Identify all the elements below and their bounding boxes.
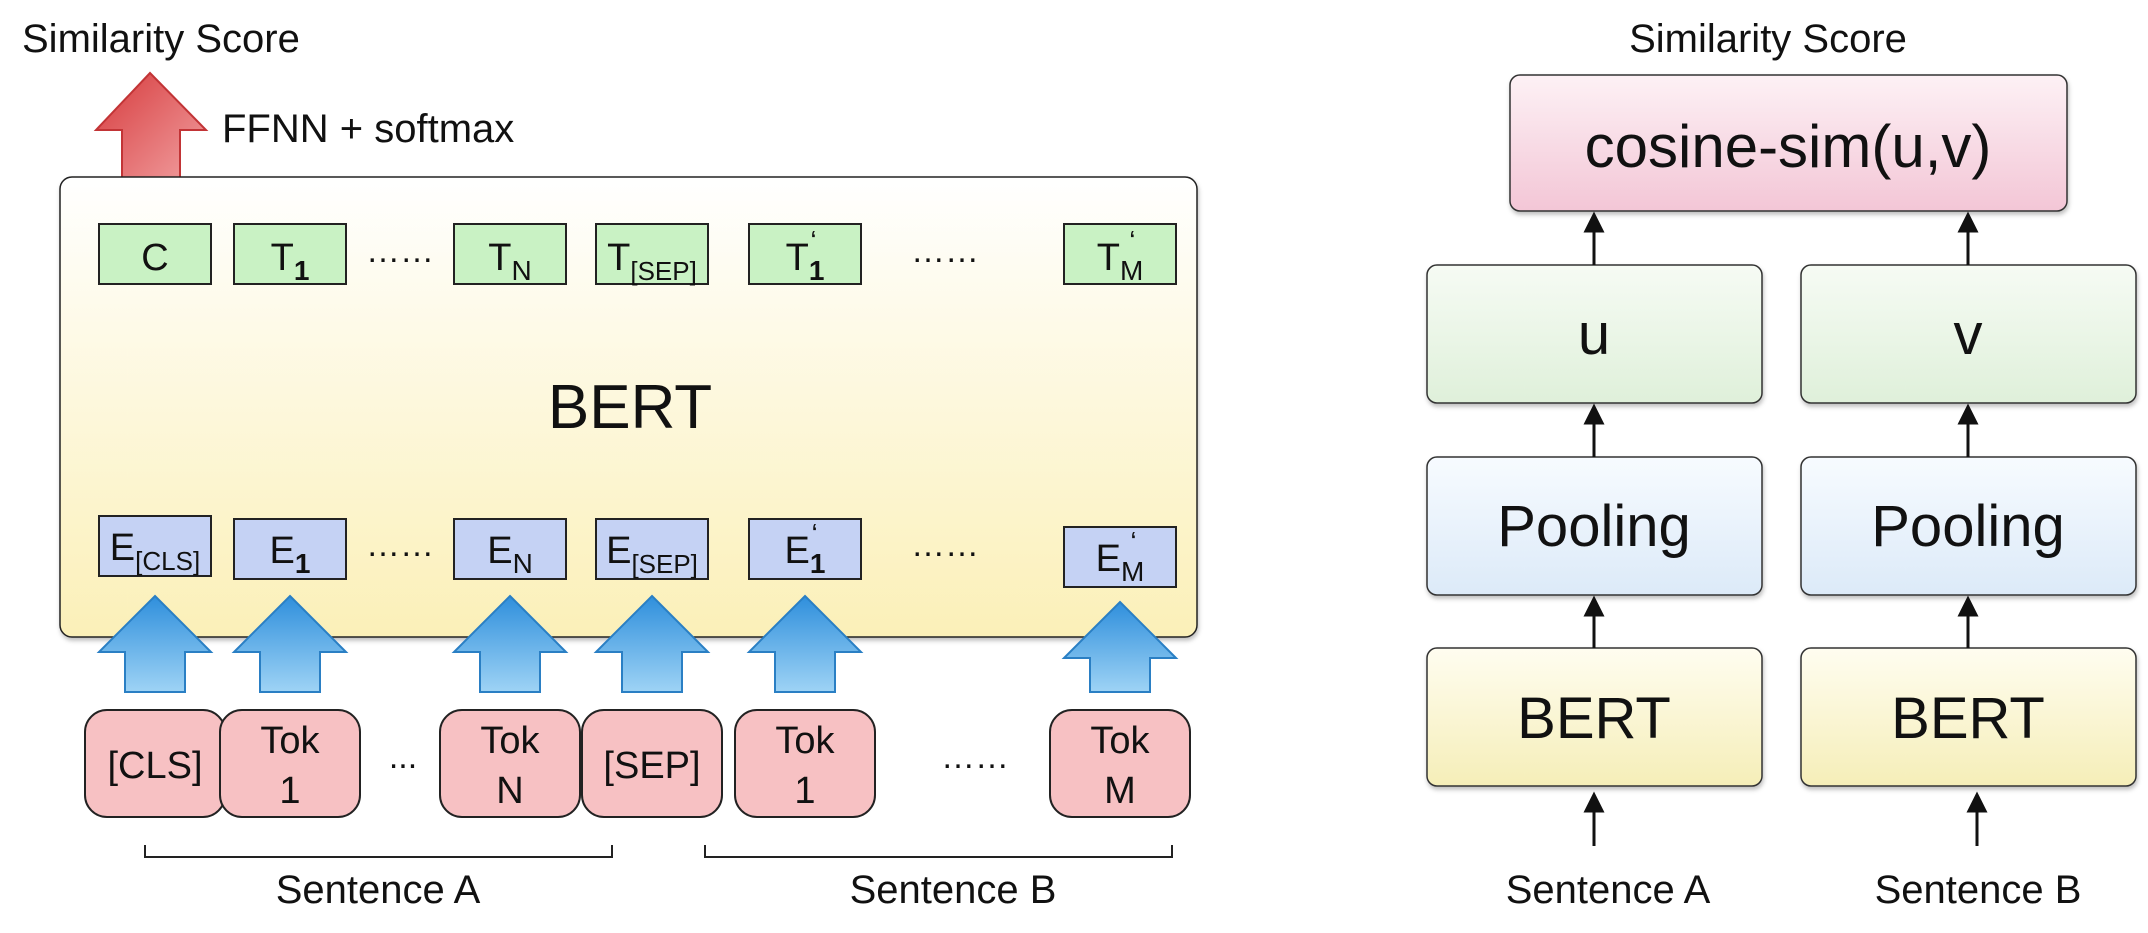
embedding-token-box (453, 518, 567, 580)
ffnn-up-arrow (93, 71, 209, 186)
embedding-token-box (1063, 526, 1177, 588)
output-token-label: TM‘ (1097, 225, 1144, 286)
output-token-5: TM‘ (1063, 223, 1177, 286)
output-ellipsis: …… (911, 232, 979, 270)
embedding-token-label: E1 (270, 530, 311, 579)
embedding-row: E[CLS] E1 EN E[SEP] E1‘ EM‘ …… …… (98, 515, 1177, 588)
left-sentence-b-label: Sentence B (850, 868, 1057, 912)
input-token-label: [CLS] (107, 745, 202, 787)
sentence-a-bracket (144, 845, 613, 858)
output-token-4: T1‘ (748, 223, 862, 286)
output-token-label: T1 (271, 237, 310, 286)
output-token-box (748, 223, 862, 285)
output-token-box (233, 223, 347, 285)
embedding-token-label: EM‘ (1096, 526, 1145, 587)
output-ellipsis: …… (366, 232, 434, 270)
output-token-0: C (98, 223, 212, 285)
right-sentence-b-label: Sentence B (1875, 868, 2082, 912)
input-token-index: M (1104, 770, 1136, 812)
right-title: Similarity Score (1629, 17, 1907, 61)
embedding-token-1: E1 (233, 518, 347, 580)
input-token-label: Tok (775, 720, 835, 762)
embedding-token-box (233, 518, 347, 580)
embedding-token-2: EN (453, 518, 567, 580)
cosine-sim-box (1509, 74, 2068, 212)
embedding-token-box (98, 515, 212, 577)
embedding-token-box (748, 518, 862, 580)
right-panel: Similarity Score cosine-sim(u,v) u v Poo… (1426, 17, 2137, 912)
u-vector-label: u (1578, 302, 1610, 367)
sentence-b-bracket (704, 845, 1173, 858)
bert-right-label: BERT (1891, 686, 2045, 751)
pooling-left-label: Pooling (1497, 494, 1690, 559)
output-token-box (595, 223, 709, 285)
embedding-ellipsis: …… (911, 526, 979, 564)
output-token-label: C (141, 237, 168, 279)
output-token-1: T1 (233, 223, 347, 286)
embedding-token-label: E[CLS] (110, 527, 200, 576)
input-up-arrow (96, 594, 214, 693)
input-token-box (581, 709, 723, 818)
input-token-label: Tok (1090, 720, 1150, 762)
input-ellipsis: ... (389, 738, 417, 776)
output-token-label: T1‘ (786, 225, 825, 286)
input-token-1: Tok 1 (219, 709, 361, 818)
embedding-token-label: E[SEP] (606, 530, 698, 579)
bert-left-label: BERT (1517, 686, 1671, 751)
input-ellipsis: …… (941, 738, 1009, 776)
input-token-label: Tok (260, 720, 320, 762)
input-up-arrow (451, 594, 569, 693)
input-token-box (734, 709, 876, 818)
input-token-label: Tok (480, 720, 540, 762)
input-token-3: [SEP] (581, 709, 723, 818)
output-token-row: C T1 TN T[SEP] T1‘ TM‘ …… …… (98, 223, 1177, 286)
input-up-arrow (593, 594, 711, 693)
input-token-4: Tok 1 (734, 709, 876, 818)
input-up-arrow (1061, 600, 1179, 693)
output-token-box (1063, 223, 1177, 285)
embedding-token-box (595, 518, 709, 580)
output-token-3: T[SEP] (595, 223, 709, 286)
input-up-arrow (231, 594, 349, 693)
left-panel: Similarity Score FFNN + softmax BERT C T1… (22, 17, 1198, 912)
cosine-sim-label: cosine-sim(u,v) (1585, 113, 1992, 180)
embedding-token-3: E[SEP] (595, 518, 709, 580)
input-up-arrow (746, 594, 864, 693)
embedding-token-5: EM‘ (1063, 526, 1177, 588)
left-sentence-a-label: Sentence A (276, 868, 481, 912)
input-token-box (219, 709, 361, 818)
input-token-0: [CLS] (84, 709, 226, 818)
output-token-box (453, 223, 567, 285)
input-token-box (1049, 709, 1191, 818)
output-token-label: T[SEP] (607, 237, 697, 286)
left-title: Similarity Score (22, 17, 300, 61)
input-token-box (439, 709, 581, 818)
output-token-label: TN (488, 237, 531, 286)
input-token-index: 1 (794, 770, 815, 812)
embedding-ellipsis: …… (366, 526, 434, 564)
embedding-token-4: E1‘ (748, 518, 862, 580)
input-token-index: N (496, 770, 523, 812)
output-token-box (98, 223, 212, 285)
embedding-token-0: E[CLS] (98, 515, 212, 577)
embedding-token-label: EN (487, 530, 533, 579)
v-vector-label: v (1954, 302, 1983, 367)
embedding-token-label: E1‘ (785, 518, 826, 579)
bert-encoder-label: BERT (548, 373, 712, 442)
pooling-right-label: Pooling (1871, 494, 2064, 559)
right-sentence-a-label: Sentence A (1506, 868, 1711, 912)
embedding-input-arrows (96, 594, 1179, 693)
input-token-label: [SEP] (603, 745, 700, 787)
output-token-2: TN (453, 223, 567, 286)
ffnn-label: FFNN + softmax (222, 107, 514, 151)
input-token-index: 1 (279, 770, 300, 812)
